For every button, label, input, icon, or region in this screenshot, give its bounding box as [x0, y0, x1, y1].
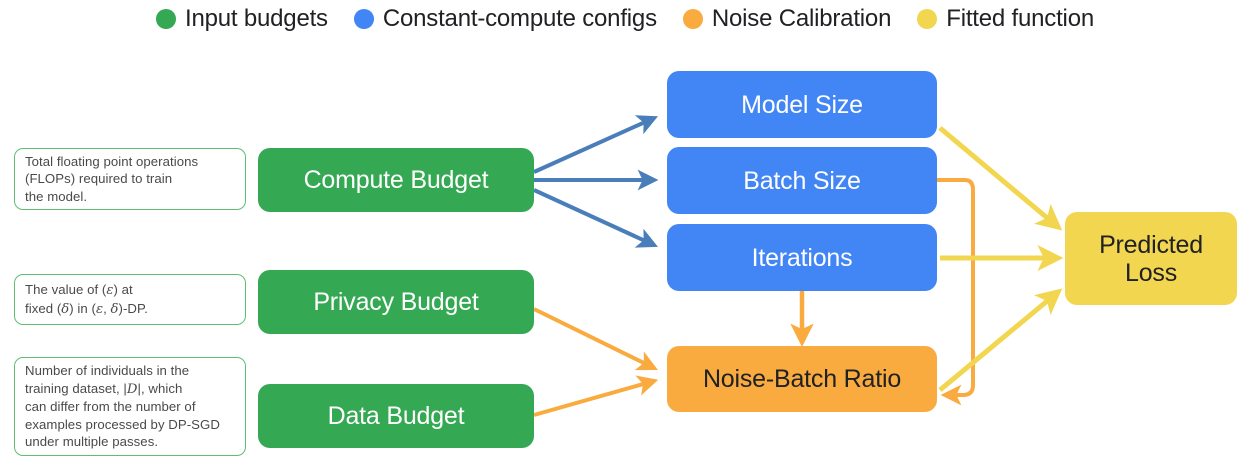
- node-model-size-label: Model Size: [741, 90, 863, 119]
- legend-label: Constant-compute configs: [382, 5, 657, 32]
- note-compute-budget-text: Total floating point operations (FLOPs) …: [25, 153, 199, 204]
- edge-noise-batch-ratio-to-predicted-loss: [938, 288, 1063, 392]
- node-noise-batch-ratio[interactable]: Noise-Batch Ratio: [667, 346, 937, 412]
- legend-label: Noise Calibration: [711, 5, 892, 32]
- node-predicted-loss-line1: Predicted: [1099, 230, 1203, 259]
- node-batch-size-label: Batch Size: [743, 166, 861, 195]
- legend-dot-icon: [682, 9, 703, 29]
- legend-label: Input budgets: [185, 5, 328, 32]
- node-iterations[interactable]: Iterations: [667, 224, 937, 291]
- node-privacy-budget[interactable]: Privacy Budget: [258, 270, 534, 334]
- node-predicted-loss-line2: Loss: [1124, 258, 1177, 287]
- edge-compute-to-model-size: [533, 115, 659, 174]
- node-batch-size[interactable]: Batch Size: [667, 147, 937, 214]
- node-predicted-loss[interactable]: Predicted Loss: [1065, 212, 1237, 305]
- legend-label: Fitted function: [946, 5, 1094, 32]
- node-compute-budget-label: Compute Budget: [303, 166, 489, 194]
- legend-item-constant-compute-configs: Constant-compute configs: [353, 5, 657, 32]
- legend-dot-icon: [353, 9, 374, 29]
- legend-dot-icon: [156, 9, 176, 29]
- legend-item-fitted-function: Fitted function: [917, 7, 1094, 31]
- legend-item-noise-calibration: Noise Calibration: [682, 5, 892, 32]
- node-iterations-label: Iterations: [751, 243, 853, 272]
- legend: Input budgets Constant-compute configs N…: [0, 2, 1250, 36]
- legend-dot-icon: [917, 9, 938, 29]
- node-data-budget[interactable]: Data Budget: [258, 384, 534, 448]
- node-compute-budget[interactable]: Compute Budget: [258, 148, 534, 212]
- edge-data-to-noise-batch-ratio: [533, 375, 659, 417]
- note-privacy-budget-text: The value of (ε) at fixed (δ) in (ε, δ)-…: [25, 281, 148, 317]
- note-compute-budget: Total floating point operations (FLOPs) …: [14, 148, 246, 210]
- node-noise-batch-ratio-label: Noise-Batch Ratio: [702, 365, 902, 393]
- note-privacy-budget: The value of (ε) at fixed (δ) in (ε, δ)-…: [14, 274, 246, 325]
- note-data-budget-text: Number of individuals in the training da…: [25, 363, 220, 450]
- note-data-budget: Number of individuals in the training da…: [14, 357, 246, 456]
- legend-item-input-budgets: Input budgets: [156, 7, 328, 31]
- edge-privacy-to-noise-batch-ratio: [533, 307, 658, 371]
- edge-model-size-to-predicted-loss: [938, 126, 1063, 231]
- node-model-size[interactable]: Model Size: [667, 71, 937, 138]
- node-data-budget-label: Data Budget: [327, 402, 465, 430]
- edge-batch-size-to-noise-batch-ratio: [937, 178, 975, 406]
- node-privacy-budget-label: Privacy Budget: [313, 288, 479, 316]
- node-predicted-loss-label: Predicted Loss: [1089, 231, 1213, 287]
- edge-compute-to-iterations: [533, 188, 658, 248]
